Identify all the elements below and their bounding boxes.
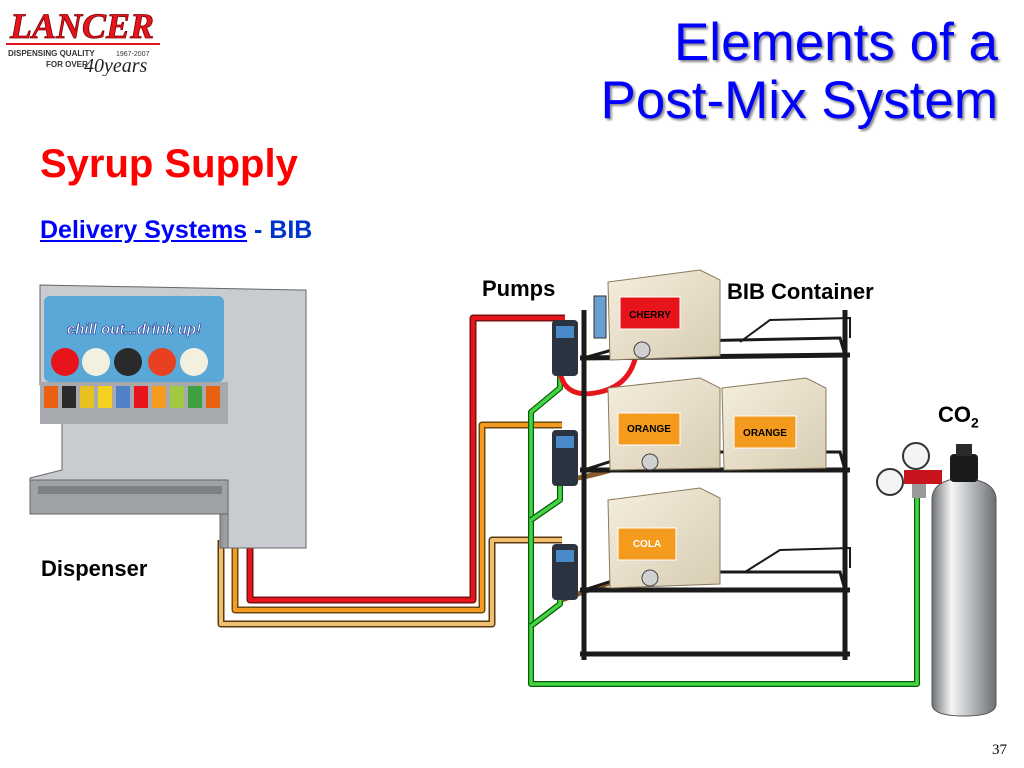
box-labels: CHERRY ORANGE ORANGE COLA bbox=[617, 296, 797, 561]
slide-title: Elements of a Post-Mix System bbox=[600, 14, 998, 130]
logo-tagline-1: DISPENSING QUALITY bbox=[8, 49, 95, 58]
page-number: 37 bbox=[992, 742, 1007, 758]
box-label-cola: COLA bbox=[633, 539, 661, 550]
box-label-cherry: CHERRY bbox=[629, 310, 671, 321]
delivery-systems-link[interactable]: Delivery Systems bbox=[40, 216, 248, 244]
dispenser-label: Dispenser bbox=[41, 556, 148, 581]
logo-years-script: 40years bbox=[84, 55, 148, 76]
subheading: Delivery Systems - BIB bbox=[40, 216, 312, 245]
logo-years-range: 1967-2007 bbox=[116, 51, 150, 58]
box-label-orange-2: ORANGE bbox=[743, 428, 787, 439]
section-heading: Syrup Supply bbox=[40, 142, 298, 186]
dispenser-banner: chill out...drink up! bbox=[67, 321, 201, 338]
co2-label-subscript: 2 bbox=[971, 414, 979, 431]
dispenser: chill out...drink up! bbox=[29, 284, 307, 549]
pumps bbox=[552, 295, 607, 600]
co2-cylinder bbox=[876, 442, 997, 717]
logo-tagline-2: FOR OVER bbox=[46, 60, 88, 69]
title-line-1: Elements of a bbox=[673, 13, 998, 72]
logo-wordmark: LANCER bbox=[9, 6, 154, 46]
bib-container-label: BIB Container bbox=[727, 279, 874, 304]
lancer-logo: LANCER DISPENSING QUALITY FOR OVER 1967-… bbox=[4, 4, 164, 77]
co2-label: CO2 bbox=[938, 402, 979, 430]
pumps-label: Pumps bbox=[482, 276, 556, 301]
title-line-2: Post-Mix System bbox=[600, 71, 998, 130]
co2-label-text: CO bbox=[938, 402, 971, 427]
subheading-suffix: - BIB bbox=[247, 216, 313, 244]
bib-rack bbox=[579, 310, 851, 660]
box-label-orange-1: ORANGE bbox=[627, 424, 671, 435]
